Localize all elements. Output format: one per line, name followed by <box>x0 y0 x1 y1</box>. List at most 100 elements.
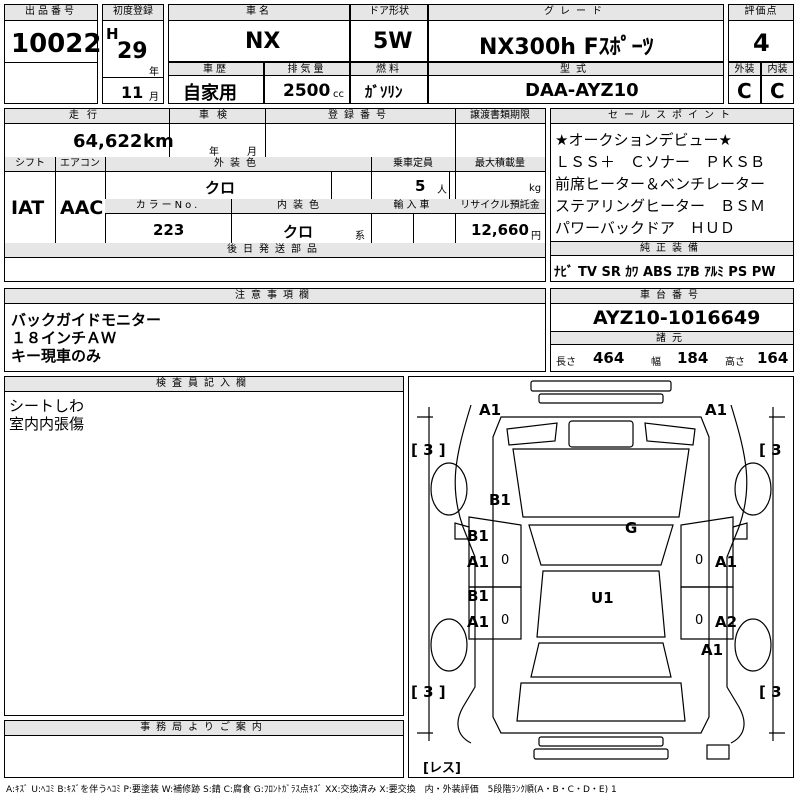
lot-number-label: 出品番号 <box>5 5 97 21</box>
interior-label: 内装 <box>762 63 793 76</box>
grade-cell: グレード NX300h Fｽﾎﾟｰﾂ <box>428 4 724 62</box>
equipment-list: ﾅﾋﾞ TV SR ｶﾜ ABS ｴｱB ｱﾙﾐ PS PW <box>554 261 776 280</box>
chassis-label: 車台番号 <box>551 289 793 304</box>
fuel: ｶﾞｿﾘﾝ <box>365 83 403 101</box>
height: 164 <box>757 349 789 367</box>
damage-mark-hood: B1 <box>489 491 511 509</box>
exterior-grade: C <box>737 79 752 103</box>
sales-point-line: 前席ヒーター＆ベンチレーター <box>555 175 766 193</box>
chassis-frame: 車台番号 AYZ10-1016649 諸元 長さ 464 幅 184 高さ 16… <box>550 288 794 372</box>
history-cell: 車歴 自家用 <box>168 62 264 104</box>
damage-mark-glass: G <box>625 519 638 537</box>
note-line: キー現車のみ <box>11 347 102 365</box>
era: H <box>106 25 119 43</box>
mileage: 64,622 <box>73 131 143 152</box>
equipment-item: TV <box>578 265 597 280</box>
mileage-label: 走行 <box>5 109 169 124</box>
grade: NX300h Fｽﾎﾟｰﾂ <box>479 35 654 60</box>
colorno-label: カラーNo. <box>105 199 231 214</box>
displacement-unit: cc <box>333 89 344 100</box>
equipment-item: ABS <box>642 265 673 280</box>
damage-mark-rear-door-left-top: B1 <box>467 587 489 605</box>
reg-year-unit: 年 <box>149 67 159 78</box>
maxload-unit: kg <box>529 183 542 194</box>
model: DAA-AYZ10 <box>525 80 639 101</box>
lot-number-cell: 出品番号 10022 <box>4 4 101 104</box>
later-parts-label: 後日発送部品 <box>5 243 545 258</box>
note-line: バックガイドモニター <box>11 311 162 329</box>
office-label: 事務局よりご案内 <box>5 721 403 736</box>
damage-mark-front-door-right: A1 <box>715 553 738 571</box>
mileage-unit: km <box>143 131 174 152</box>
reg-month-unit: 月 <box>149 92 159 103</box>
displacement-cell: 排気量 2500 cc <box>264 62 350 104</box>
inspector-line: シートしわ <box>9 397 85 415</box>
capacity-label: 乗車定員 <box>371 157 455 172</box>
height-label: 高さ <box>725 357 745 368</box>
colorno: 223 <box>153 221 185 239</box>
damage-mark-front-left: A1 <box>479 401 502 419</box>
damage-mark-front-right: A1 <box>705 401 728 419</box>
zero-mark: 0 <box>501 553 510 568</box>
tire-rear-right: [ 3 <box>759 683 782 701</box>
car-name-label: 車名 <box>169 5 349 21</box>
displacement: 2500 <box>283 81 331 101</box>
fuel-label: 燃料 <box>351 63 427 76</box>
reg-year: 29 <box>117 39 148 64</box>
interior-cell: 内装 C <box>761 62 794 104</box>
vehicle-detail-frame: 走行 車検 登録番号 譲渡書類期限 64,622 km 年 月 シフト エアコン… <box>4 108 546 282</box>
model-cell: 型式 DAA-AYZ10 <box>428 62 724 104</box>
import-label: 輸入車 <box>371 199 455 214</box>
door-cell: ドア形状 5W <box>350 4 428 62</box>
history-label: 車歴 <box>169 63 263 76</box>
equipment-item: ｶﾜ <box>625 265 639 280</box>
recycle: 12,660 <box>471 221 529 239</box>
recycle-label: リサイクル預託金 <box>455 199 545 214</box>
car-diagram <box>417 380 785 760</box>
equipment-label: 純正装備 <box>551 241 793 256</box>
history: 自家用 <box>183 83 237 104</box>
equipment-item: SR <box>601 265 621 280</box>
spec-label: 諸元 <box>551 331 793 345</box>
spare-tire: [レス] <box>423 761 461 776</box>
displacement-label: 排気量 <box>265 63 349 76</box>
score: 4 <box>753 29 770 57</box>
first-reg-label: 初度登録 <box>103 5 163 21</box>
tire-rear-left: [ 3 ] <box>411 683 446 701</box>
damage-mark-front-door-left-bottom: A1 <box>467 553 490 571</box>
damage-mark-rear-quarter-right: A1 <box>701 641 724 659</box>
shift: IAT <box>11 197 45 219</box>
recycle-unit: 円 <box>531 231 541 242</box>
exterior-cell: 外装 C <box>728 62 761 104</box>
note-line: １８インチＡＷ <box>11 329 117 347</box>
grade-label: グレード <box>429 5 723 21</box>
legend: A:ｷｽﾞ U:ﾍｺﾐ B:ｷｽﾞを伴うﾍｺﾐ P:要塗装 W:補修跡 S:錆 … <box>6 785 617 795</box>
damage-mark-rear-door-left-bottom: A1 <box>467 613 490 631</box>
sales-point-line: ＬＳＳ＋ Ｃソナー ＰＫＳＢ <box>555 153 766 171</box>
regno-label: 登録番号 <box>265 109 455 124</box>
length: 464 <box>593 349 625 367</box>
equipment-item: PW <box>751 265 776 280</box>
int-color-label: 内装色 <box>231 199 371 214</box>
sales-points-frame: セールスポイント ★オークションデビュー★ ＬＳＳ＋ Ｃソナー ＰＫＳＢ 前席ヒ… <box>550 108 794 282</box>
width-label: 幅 <box>651 357 661 368</box>
model-label: 型式 <box>429 63 723 76</box>
inspection-label: 車検 <box>169 109 265 124</box>
car-name-cell: 車名 NX <box>168 4 350 62</box>
ac: AAC <box>60 197 104 219</box>
inspector-line: 室内内張傷 <box>9 415 85 433</box>
fuel-cell: 燃料 ｶﾞｿﾘﾝ <box>350 62 428 104</box>
door-label: ドア形状 <box>351 5 427 21</box>
capacity: 5 <box>415 177 426 195</box>
equipment-item: ｱﾙﾐ <box>704 265 724 280</box>
score-label: 評価点 <box>729 5 793 21</box>
inspector-label: 検査員記入欄 <box>5 377 403 392</box>
int-color: クロ <box>283 223 314 241</box>
car-name: NX <box>245 29 281 54</box>
width: 184 <box>677 349 709 367</box>
zero-mark: 0 <box>695 553 704 568</box>
first-reg-cell: 初度登録 H 29 年 11 月 <box>102 4 164 104</box>
ext-color-label: 外装色 <box>105 157 371 172</box>
int-color-unit: 系 <box>355 231 365 242</box>
chassis-number: AYZ10-1016649 <box>593 307 761 329</box>
